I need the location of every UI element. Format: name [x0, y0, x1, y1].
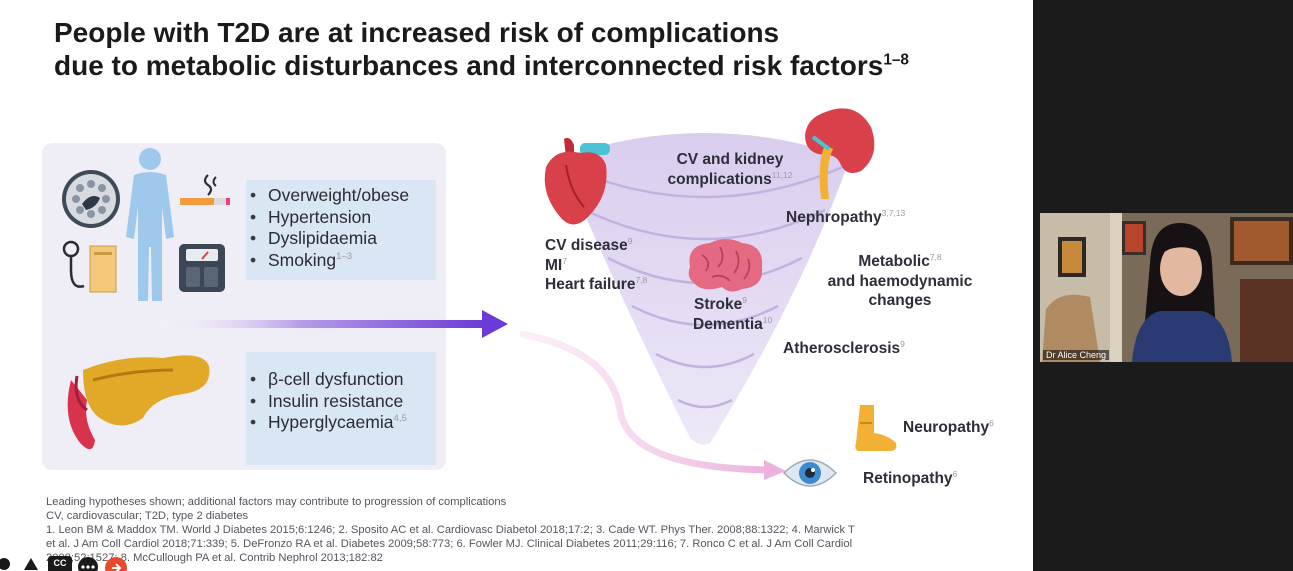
- participant-video-feed: [1040, 213, 1293, 362]
- foot-icon: [855, 405, 897, 451]
- footnote-references-2: et al. J Am Coll Cardiol 2018;71:339; 5.…: [46, 538, 853, 550]
- cigarette-icon: [180, 174, 230, 205]
- footnote-hypotheses: Leading hypotheses shown; additional fac…: [46, 496, 507, 508]
- eye-icon: [782, 459, 838, 487]
- pointer-icon: [24, 558, 38, 570]
- atherosclerosis-label: Atherosclerosis9: [783, 338, 905, 357]
- fat-cell-icon: [62, 170, 120, 228]
- pointer-control[interactable]: [22, 556, 40, 571]
- weighing-scale-icon: [179, 244, 225, 292]
- risk-factor-item: Overweight/obese: [246, 185, 436, 207]
- captions-label: CC: [53, 558, 67, 568]
- heart-icon: [544, 137, 610, 225]
- pancreas-factor-box: β-cell dysfunction Insulin resistance Hy…: [246, 352, 436, 465]
- footnote-references-1: 1. Leon BM & Maddox TM. World J Diabetes…: [46, 524, 855, 536]
- next-arrow-icon: [105, 557, 127, 571]
- curved-progression-arrow: [519, 330, 786, 480]
- more-icon: [78, 557, 98, 571]
- footnote-references-3: 2008;52:1527; 8. McCullough PA et al. Co…: [46, 552, 383, 564]
- stroke-dementia-label: Stroke9 Dementia10: [693, 294, 773, 333]
- captions-button[interactable]: CC: [48, 556, 72, 571]
- slide-title: People with T2D are at increased risk of…: [54, 16, 1014, 82]
- nephropathy-label: Nephropathy3,7,13: [786, 207, 906, 226]
- more-options-button[interactable]: [77, 556, 99, 571]
- metabolic-changes-label: Metabolic7,8 and haemodynamic changes: [827, 251, 973, 309]
- pancreas-factor-item: β-cell dysfunction: [246, 369, 436, 391]
- participant-name: Dr Alice Cheng: [1043, 350, 1110, 360]
- hand-icon: [0, 558, 10, 570]
- participant-video-tile[interactable]: Dr Alice Cheng: [1040, 213, 1293, 362]
- pancreas-factor-item: Hyperglycaemia4,5: [246, 412, 436, 434]
- risk-factor-list: Overweight/obese Hypertension Dyslipidae…: [246, 185, 436, 271]
- risk-factor-item: Dyslipidaemia: [246, 228, 436, 250]
- slide-footnotes: Leading hypotheses shown; additional fac…: [46, 495, 1006, 565]
- footnote-abbreviations: CV, cardiovascular; T2D, type 2 diabetes: [46, 510, 249, 522]
- cv-kidney-complications-label: CV and kidney complications11,12: [667, 151, 793, 188]
- pancreas-factor-list: β-cell dysfunction Insulin resistance Hy…: [246, 369, 436, 434]
- risk-factor-item: Smoking1–3: [246, 250, 436, 272]
- kidney-icon: [805, 108, 875, 199]
- progression-arrow: [150, 310, 508, 338]
- risk-factor-item: Hypertension: [246, 207, 436, 229]
- title-line-1: People with T2D are at increased risk of…: [54, 17, 780, 48]
- blood-pressure-monitor-icon: [62, 240, 117, 293]
- risk-factor-box: Overweight/obese Hypertension Dyslipidae…: [246, 180, 436, 280]
- retinopathy-label: Retinopathy6: [863, 468, 958, 487]
- cv-disease-label: CV disease9 MI7 Heart failure7,8: [545, 235, 648, 293]
- human-body-icon: [126, 148, 174, 301]
- brain-icon: [688, 239, 763, 292]
- next-slide-button[interactable]: [104, 556, 128, 571]
- presentation-slide: People with T2D are at increased risk of…: [0, 0, 1033, 571]
- pancreas-factor-item: Insulin resistance: [246, 391, 436, 413]
- pancreas-icon: [67, 355, 210, 450]
- title-line-2: due to metabolic disturbances and interc…: [54, 50, 884, 81]
- raise-hand-control[interactable]: [0, 556, 14, 571]
- title-reference: 1–8: [883, 51, 909, 69]
- neuropathy-label: Neuropathy6: [903, 417, 994, 436]
